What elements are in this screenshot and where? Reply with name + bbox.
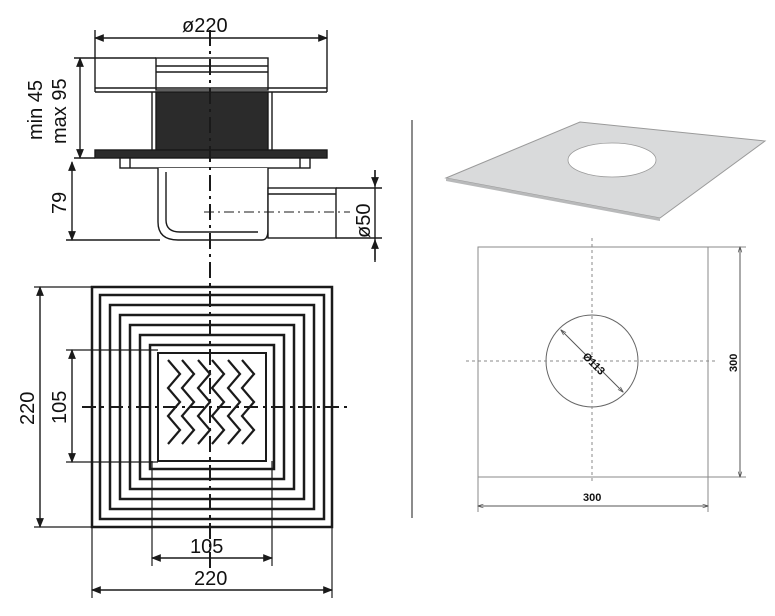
label-grate-width: 105 [190,536,223,558]
drain-outlet-pipe [267,187,337,239]
grate-zigzag-1-0 [196,359,212,445]
grate-zigzag-2-1 [240,359,256,445]
membrane-outline [477,246,709,478]
drain-side-view [66,30,382,262]
grate-zigzag-0-0 [166,359,182,445]
label-outer-width: 220 [194,568,227,590]
drain-threaded-body [155,91,269,151]
label-adjust-max: max 95 [49,78,71,144]
membrane-plan-view [466,238,746,512]
membrane-perspective [444,121,767,221]
grate-zigzag-0-1 [180,359,196,445]
label-membrane-width: 300 [583,492,601,504]
label-outer-height: 220 [17,392,39,425]
drain-top-view [34,285,352,598]
label-adjust-min: min 45 [25,80,47,140]
label-top-width: ø220 [182,15,228,37]
grate-zigzag-2-0 [226,359,242,445]
label-drain-height: 79 [49,192,71,214]
membrane-hole [567,142,657,178]
grate-zigzag-1-1 [210,359,226,445]
label-grate-height: 105 [49,391,71,424]
drain-bowl [157,168,269,241]
label-hole-diameter: Ø113 [580,351,607,378]
drain-collar [155,57,269,91]
label-outlet-diameter: ø50 [353,204,375,238]
grate-pattern [166,359,256,445]
dim-line-hole [561,330,623,392]
label-membrane-height: 300 [728,354,740,372]
